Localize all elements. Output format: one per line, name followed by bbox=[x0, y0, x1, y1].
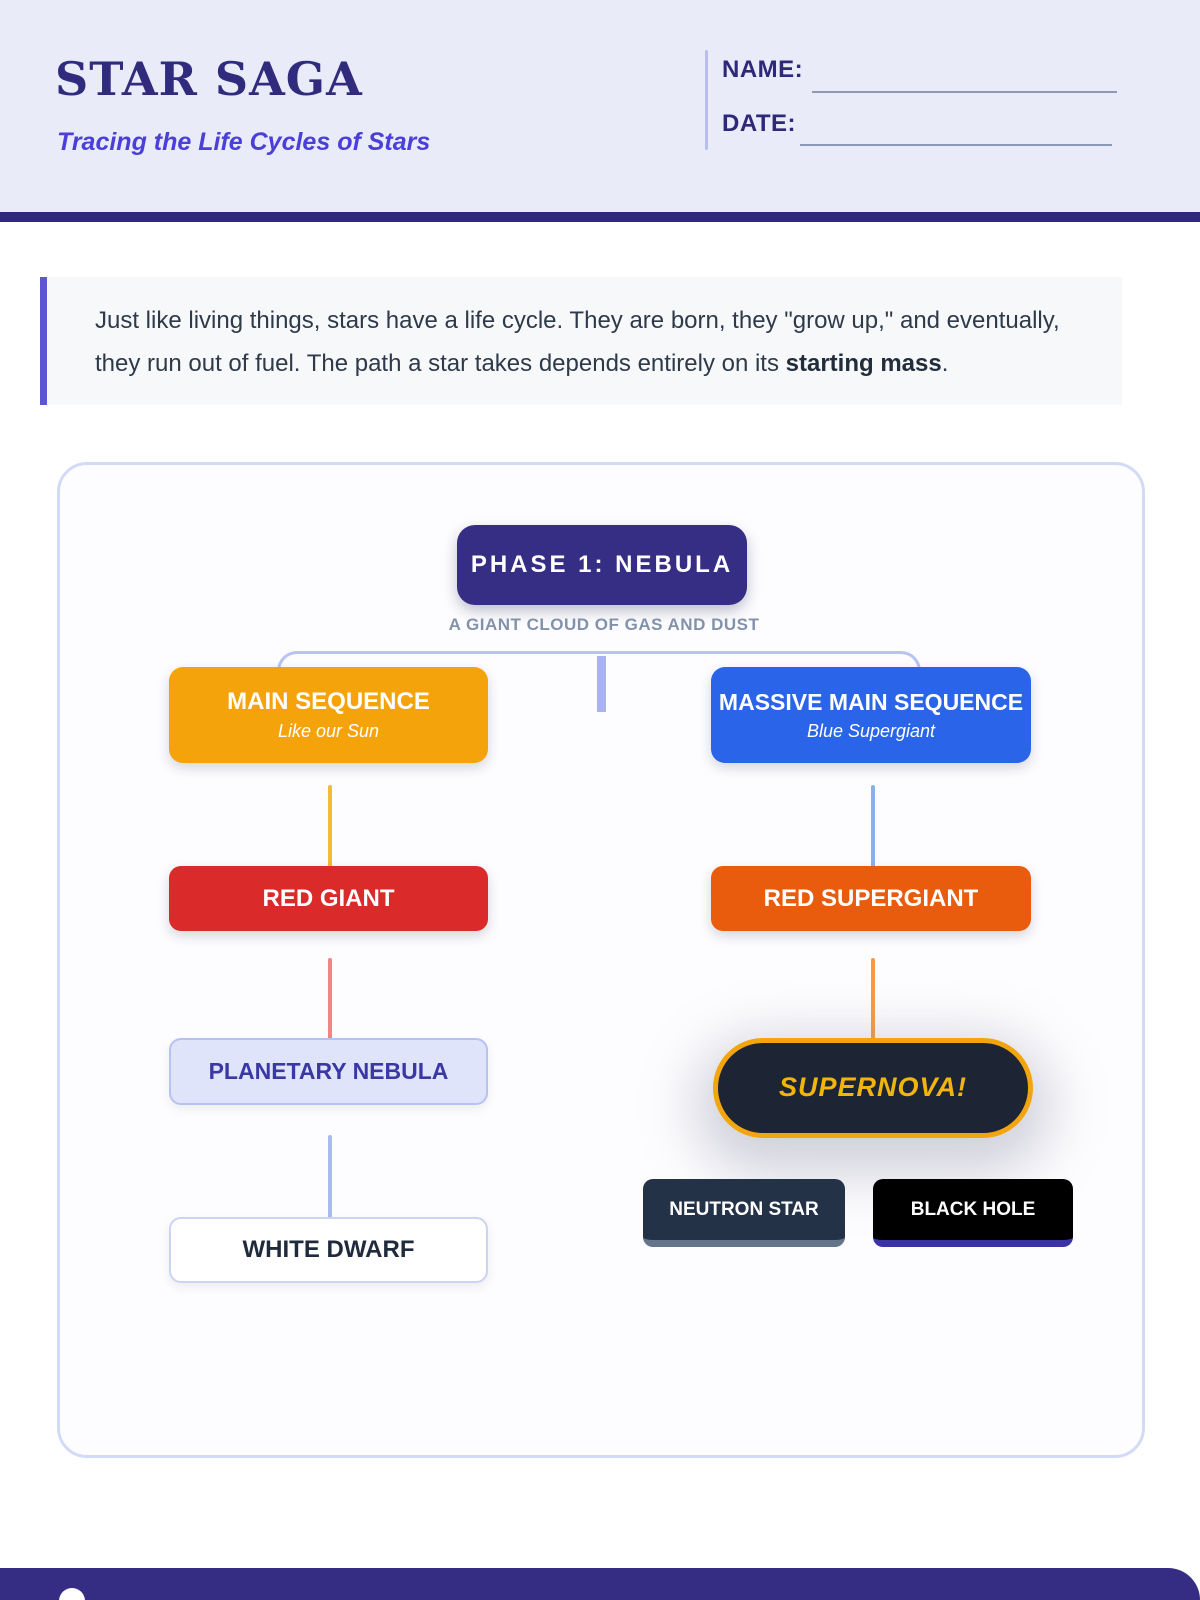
planetary-nebula-title: PLANETARY NEBULA bbox=[208, 1058, 449, 1085]
footer-dome-icon bbox=[59, 1588, 85, 1600]
header-accent-bar bbox=[0, 212, 1200, 222]
connector-red-supergiant-to-supernova bbox=[871, 958, 875, 1040]
intro-text: Just like living things, stars have a li… bbox=[95, 299, 1095, 385]
header-divider bbox=[705, 50, 708, 150]
intro-bold-term: starting mass bbox=[785, 350, 942, 377]
intro-line2: they run out of fuel. The path a star ta… bbox=[95, 350, 786, 377]
intro-suffix: . bbox=[941, 350, 949, 377]
massive-main-sequence-subtitle: Blue Supergiant bbox=[806, 720, 936, 741]
connector-red-giant-to-planetary-nebula bbox=[328, 958, 332, 1039]
date-label: DATE: bbox=[722, 110, 797, 137]
node-white-dwarf: WHITE DWARF bbox=[169, 1217, 488, 1283]
node-neutron-star: NEUTRON STAR bbox=[643, 1179, 845, 1247]
phase1-description: A GIANT CLOUD OF GAS AND DUST bbox=[448, 615, 760, 634]
node-black-hole: BLACK HOLE bbox=[873, 1179, 1073, 1247]
node-phase1-nebula: PHASE 1: NEBULA bbox=[457, 525, 747, 605]
main-sequence-title: MAIN SEQUENCE bbox=[227, 688, 430, 716]
footer-bar bbox=[0, 1568, 1200, 1600]
main-sequence-subtitle: Like our Sun bbox=[277, 721, 380, 742]
page-subtitle: Tracing the Life Cycles of Stars bbox=[57, 128, 431, 156]
node-red-giant: RED GIANT bbox=[169, 866, 488, 931]
page-title: STAR SAGA bbox=[55, 52, 363, 106]
neutron-star-title: NEUTRON STAR bbox=[669, 1198, 819, 1220]
node-supernova: SUPERNOVA! bbox=[713, 1038, 1033, 1138]
supernova-title: SUPERNOVA! bbox=[778, 1072, 968, 1103]
name-write-line[interactable] bbox=[812, 91, 1117, 93]
node-massive-main-sequence: MASSIVE MAIN SEQUENCE Blue Supergiant bbox=[711, 667, 1031, 763]
intro-line1: Just like living things, stars have a li… bbox=[95, 307, 1060, 334]
header: STAR SAGA Tracing the Life Cycles of Sta… bbox=[0, 0, 1200, 212]
connector-main-sequence-to-red-giant bbox=[328, 785, 332, 867]
node-red-supergiant: RED SUPERGIANT bbox=[711, 866, 1031, 931]
black-hole-title: BLACK HOLE bbox=[910, 1198, 1036, 1220]
red-giant-title: RED GIANT bbox=[262, 884, 395, 912]
name-label: NAME: bbox=[722, 56, 804, 83]
flowchart-card: PHASE 1: NEBULA A GIANT CLOUD OF GAS AND… bbox=[57, 462, 1145, 1458]
node-planetary-nebula: PLANETARY NEBULA bbox=[169, 1038, 488, 1105]
massive-main-sequence-title: MASSIVE MAIN SEQUENCE bbox=[718, 688, 1024, 715]
connector-planetary-nebula-to-white-dwarf bbox=[328, 1135, 332, 1219]
white-dwarf-title: WHITE DWARF bbox=[242, 1236, 415, 1263]
date-write-line[interactable] bbox=[800, 144, 1112, 146]
node-main-sequence: MAIN SEQUENCE Like our Sun bbox=[169, 667, 488, 763]
red-supergiant-title: RED SUPERGIANT bbox=[763, 884, 979, 912]
connector-nebula-stem bbox=[597, 656, 606, 712]
phase1-label: PHASE 1: NEBULA bbox=[470, 551, 734, 578]
intro-callout: Just like living things, stars have a li… bbox=[40, 277, 1122, 405]
connector-massive-main-sequence-to-red-supergiant bbox=[871, 785, 875, 868]
